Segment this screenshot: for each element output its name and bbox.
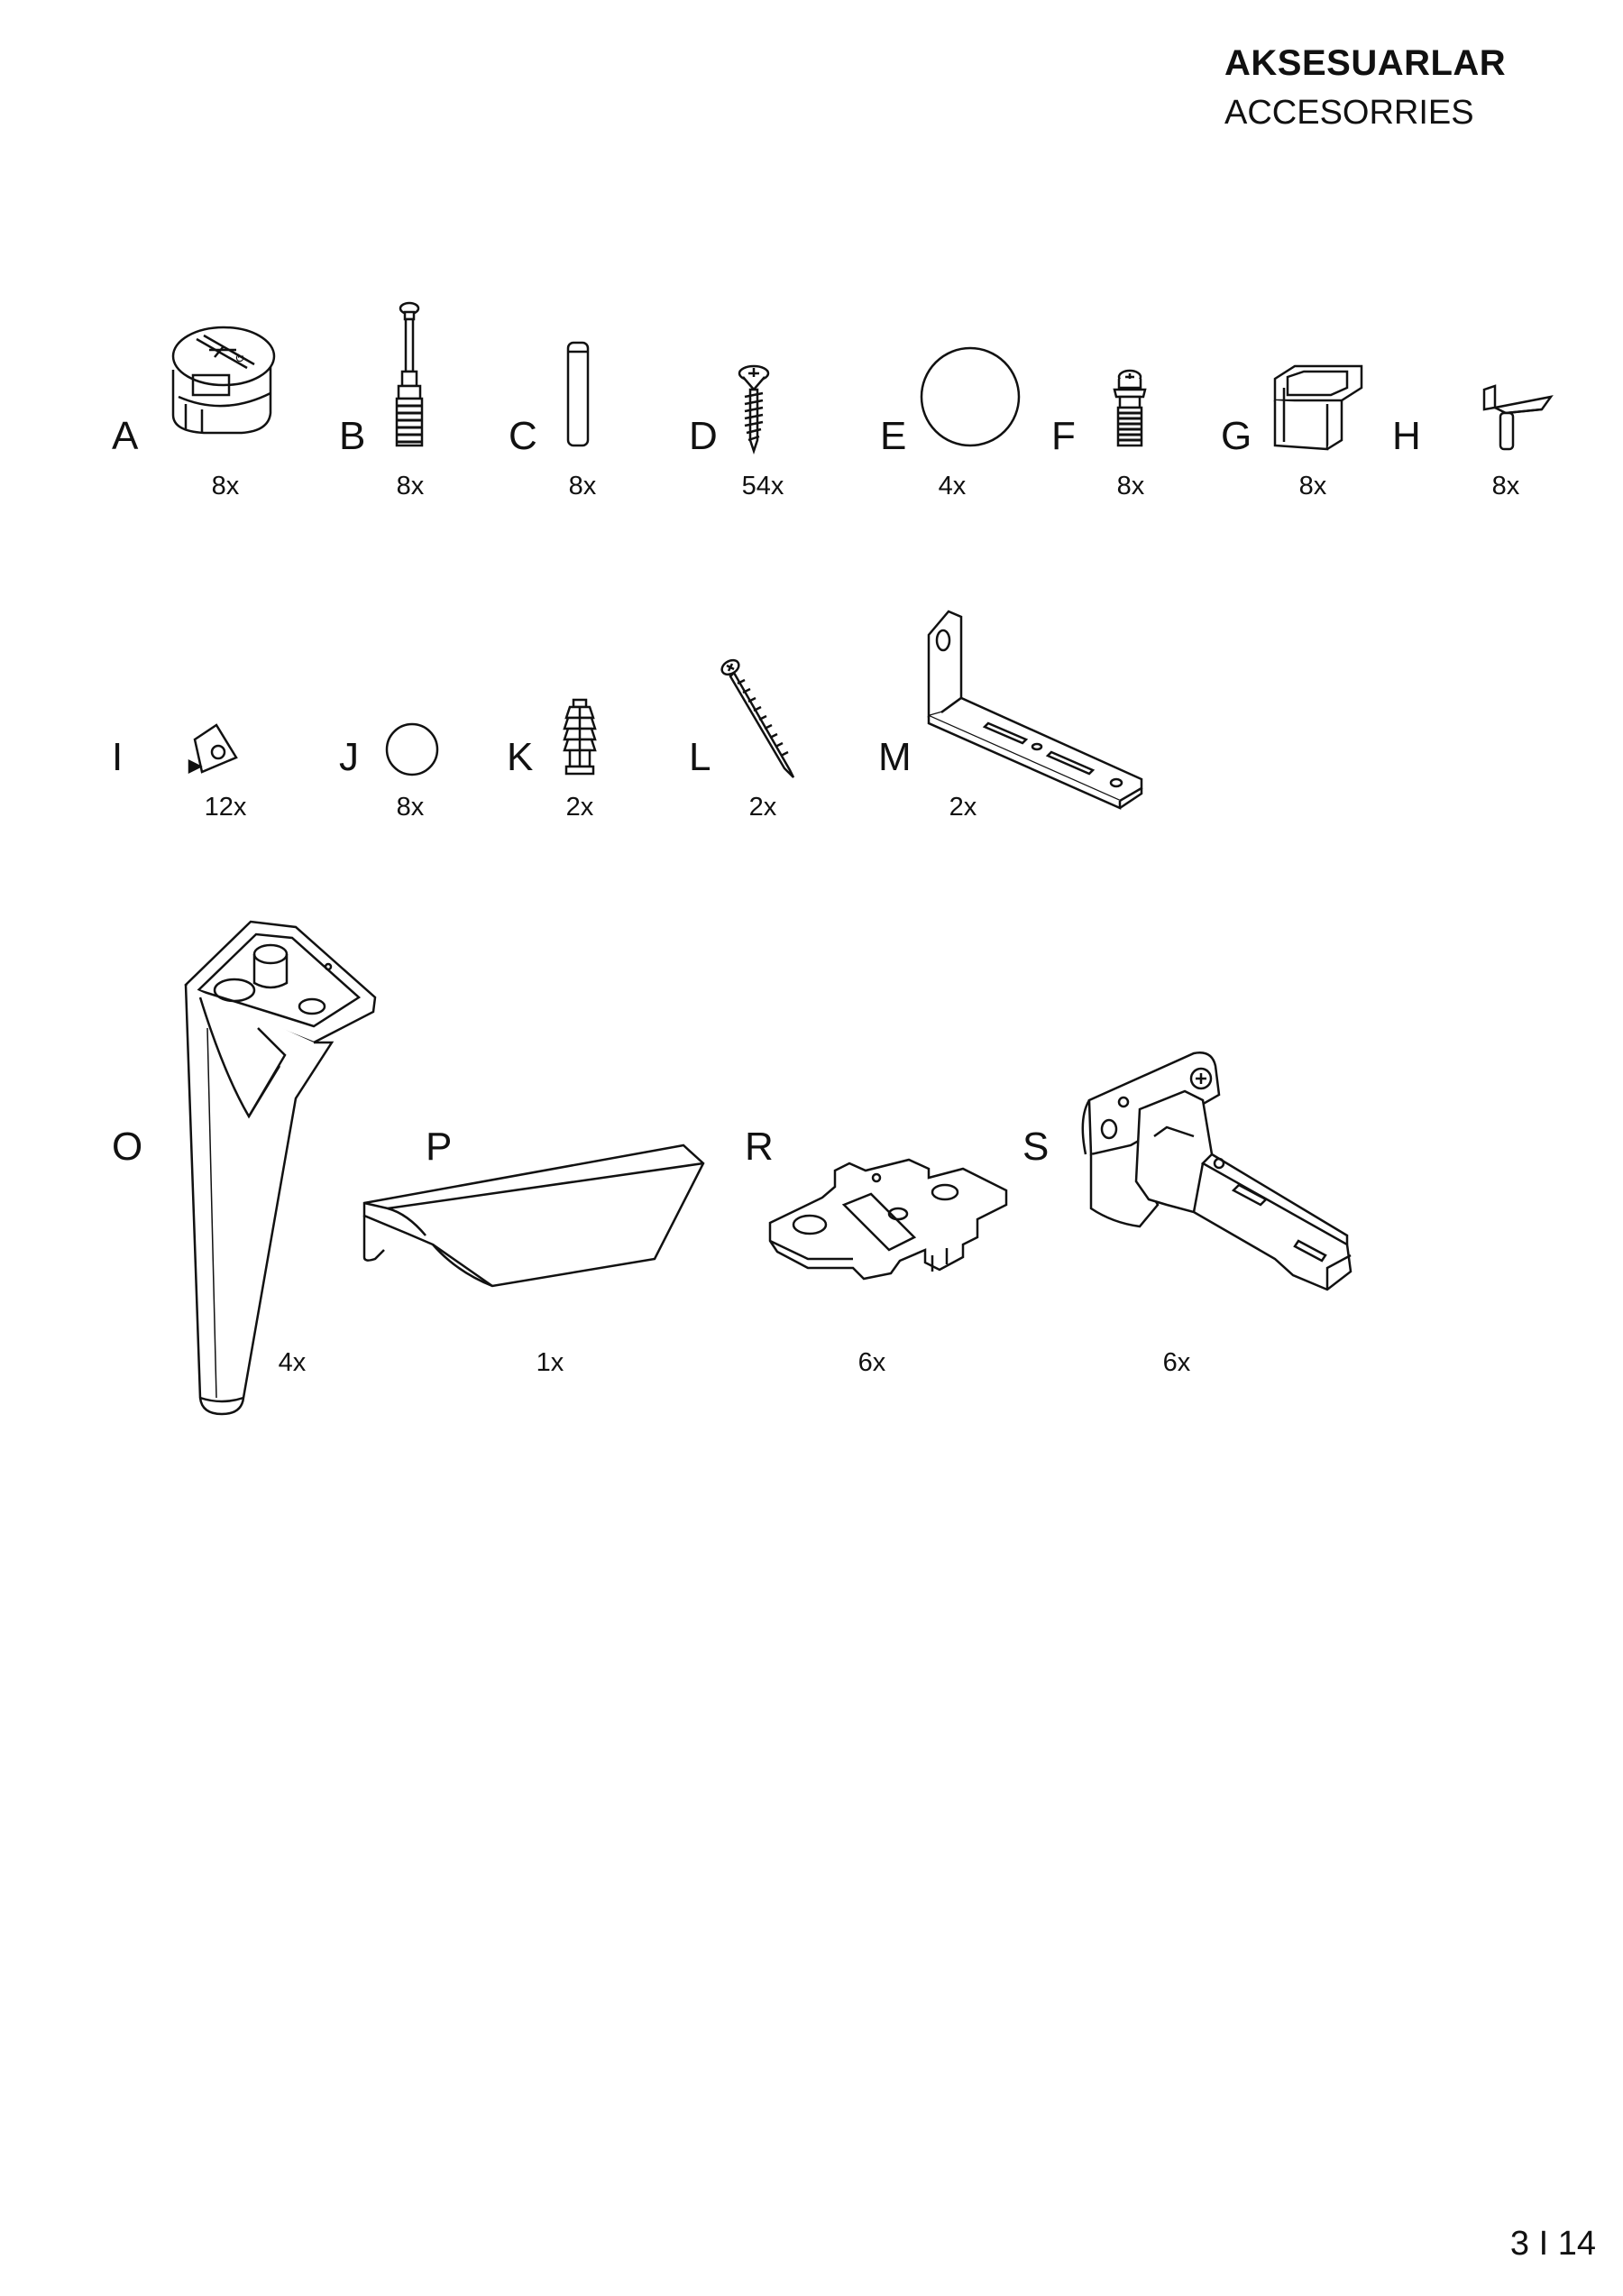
part-qty-g: 8x [1298,472,1327,501]
cover-cap-icon [186,721,240,777]
part-letter-l: L [689,735,711,779]
furniture-leg-icon [170,911,388,1423]
part-letter-d: D [689,414,718,458]
hinge-icon [1077,1046,1356,1300]
part-letter-c: C [509,414,537,458]
cam-lock-connector-icon: ↻ [160,316,281,442]
page-number: 3 I 14 [1509,2225,1596,2263]
part-qty-c: 8x [568,472,597,501]
short-screw-icon [1107,366,1152,453]
part-letter-i: I [112,735,124,779]
handle-icon [357,1136,707,1290]
part-letter-a: A [112,414,139,458]
part-letter-e: E [880,414,907,458]
part-qty-l: 2x [748,793,777,822]
part-qty-m: 2x [949,793,977,822]
hinge-mounting-plate-icon [763,1151,1015,1284]
part-qty-h: 8x [1491,472,1520,501]
part-letter-m: M [878,735,912,779]
part-qty-k: 2x [565,793,594,822]
part-qty-i: 12x [204,793,247,822]
title-turkish: AKSESUARLAR [1224,43,1507,83]
part-letter-b: B [339,414,366,458]
part-qty-d: 54x [741,472,784,501]
part-qty-j: 8x [396,793,425,822]
round-pad-icon [918,344,1022,449]
part-qty-p: 1x [536,1348,564,1377]
wooden-dowel-icon [563,337,593,451]
part-letter-f: F [1051,414,1076,458]
part-letter-k: K [507,735,534,779]
part-letter-o: O [112,1125,143,1169]
part-qty-r: 6x [857,1348,886,1377]
part-letter-j: J [339,735,359,779]
long-screw-icon [718,657,797,781]
title-english: ACCESORRIES [1224,94,1474,132]
part-letter-p: P [426,1125,453,1169]
wall-plug-icon [557,694,602,779]
wall-bracket-icon [916,608,1149,812]
round-cap-icon [384,721,440,777]
part-qty-f: 8x [1116,472,1145,501]
page-title: AKSESUARLAR ACCESORRIES [1224,43,1506,133]
wood-screw-icon [734,363,774,455]
shelf-support-pin-icon [1479,382,1558,455]
part-letter-s: S [1022,1125,1050,1169]
part-qty-a: 8x [211,472,240,501]
part-qty-b: 8x [396,472,425,501]
part-qty-o: 4x [278,1348,307,1377]
part-qty-e: 4x [938,472,967,501]
svg-text:↻: ↻ [234,352,245,366]
part-letter-g: G [1221,414,1252,458]
part-letter-h: H [1392,414,1421,458]
shelf-clip-icon [1268,361,1367,456]
connecting-bolt-icon [390,299,429,451]
part-letter-r: R [745,1125,774,1169]
part-qty-s: 6x [1162,1348,1191,1377]
